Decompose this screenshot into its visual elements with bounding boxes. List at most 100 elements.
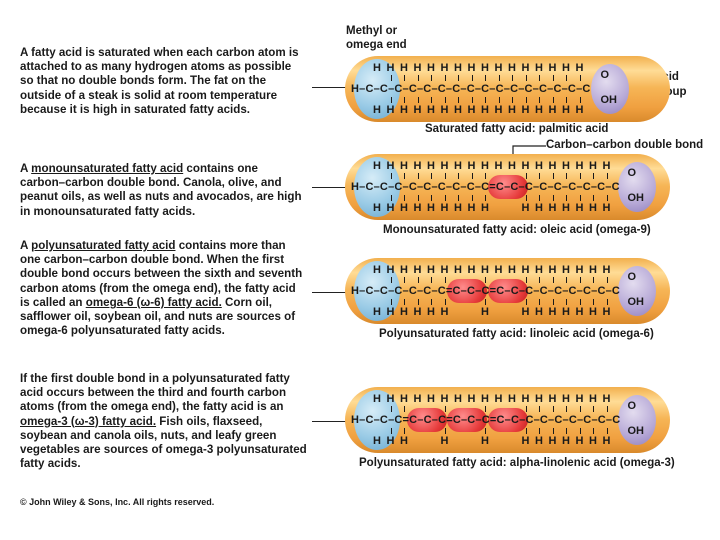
hydrogen-atom: H (373, 393, 381, 405)
hydrogen-atom: H (575, 104, 584, 116)
hydrogen-atom: H (440, 306, 449, 318)
bond-line (552, 428, 554, 434)
hydrogen-atom: H (521, 264, 530, 276)
bond-line (404, 428, 405, 434)
bond-line (539, 277, 540, 283)
omega6-term: omega-6 (ω-6) fatty acid. (85, 295, 222, 309)
hydrogen-atom: H (562, 306, 570, 318)
hydrogen-atom: H (589, 264, 597, 276)
hydrogen-atom: H (481, 202, 489, 214)
methyl-end-label: Methyl or omega end (346, 25, 407, 51)
bond-line (404, 75, 405, 81)
acid-group-cap (617, 266, 656, 316)
hydrogen-atom: H (494, 160, 503, 172)
bond-line (390, 75, 392, 81)
double-bond-highlight (487, 408, 528, 432)
hydrogen-atom: H (521, 306, 530, 318)
hydrogen-atom: H (508, 62, 516, 74)
bond-line (444, 173, 446, 179)
hydrogen-atom: H (521, 393, 530, 405)
hydrogen-atom: H (454, 393, 462, 405)
hydrogen-atom: H (481, 264, 489, 276)
hydrogen-atom: H (602, 202, 611, 214)
bond-line (458, 75, 459, 81)
bond-line (458, 173, 459, 179)
bond-line (404, 406, 405, 412)
bond-line (566, 406, 567, 412)
hydrogen-atom: H (521, 202, 530, 214)
hydrogen-atom: H (427, 393, 435, 405)
bond-line (525, 277, 527, 283)
hydrogen-atom: H (373, 202, 381, 214)
hydrogen-atom: H (562, 62, 570, 74)
bond-line (539, 173, 540, 179)
double-bond-highlight (487, 175, 528, 199)
connector-omega3 (312, 421, 348, 422)
hydrogen-atom: H (386, 306, 395, 318)
bond-line (579, 406, 581, 412)
hydrogen-atom: H (413, 393, 422, 405)
bond-line (471, 195, 473, 201)
bond-line (579, 299, 581, 305)
bond-line (552, 299, 554, 305)
bond-line (566, 97, 567, 103)
hydrogen-atom: H (548, 202, 557, 214)
methyl-end-cap (354, 157, 400, 217)
hydrogen-atom: H (589, 202, 597, 214)
saturated-description: A fatty acid is saturated when each carb… (20, 46, 299, 116)
bond-line (431, 97, 432, 103)
hydrogen-atom: H (373, 104, 381, 116)
hydrogen-atom: H (386, 104, 395, 116)
bond-line (539, 195, 540, 201)
hydrogen-atom: H (535, 202, 543, 214)
hydrogen-atom: H (413, 104, 422, 116)
hydrogen-atom: H (481, 104, 489, 116)
hydrogen-atom: H (413, 160, 422, 172)
bond-line (431, 75, 432, 81)
hydrogen-atom: H (386, 264, 395, 276)
bond-line (404, 299, 405, 305)
hydrogen-atom: H (481, 306, 489, 318)
hydrogen-atom: H (521, 62, 530, 74)
oxygen-atom: O (600, 69, 610, 81)
hydrogen-atom: H (454, 104, 462, 116)
hydrogen-atom: H (575, 160, 584, 172)
caption-alpha-linolenic-acid: Polyunsaturated fatty acid: alpha-linole… (359, 457, 675, 469)
hydrogen-atom: H (481, 393, 489, 405)
hydrogen-atom: H (400, 393, 408, 405)
double-bond-highlight (447, 408, 487, 432)
bond-line (606, 277, 608, 283)
bond-line (606, 195, 608, 201)
hydrogen-atom: H (454, 160, 462, 172)
hydrogen-atom: H (589, 435, 597, 447)
bond-line (417, 195, 419, 201)
hydrogen-atom: H (508, 393, 516, 405)
hydrogen-atom: H (427, 202, 435, 214)
hydrogen-atom: H (521, 435, 530, 447)
hydrogen-atom: H (400, 264, 408, 276)
bond-line (579, 195, 581, 201)
double-bond-highlight (487, 279, 528, 303)
hydrogen-atom: H (589, 306, 597, 318)
hydrogen-atom: H (467, 202, 476, 214)
hydrogen-atom: H (548, 160, 557, 172)
connector-saturated (312, 87, 348, 88)
hydrogen-atom: H (548, 393, 557, 405)
caption-oleic-acid: Monounsaturated fatty acid: oleic acid (… (383, 224, 651, 236)
bond-line (539, 97, 540, 103)
bond-line (552, 406, 554, 412)
bond-line (539, 75, 540, 81)
bond-line (471, 75, 473, 81)
hydrogen-atom: H (440, 393, 449, 405)
hydrogen-atom: H (548, 104, 557, 116)
bond-line (606, 299, 608, 305)
hydrogen-atom: H (413, 306, 422, 318)
bond-line (390, 406, 392, 412)
bond-line (404, 277, 405, 283)
bond-line (539, 406, 540, 412)
hydrogen-atom: H (562, 160, 570, 172)
connector-monounsaturated (312, 187, 348, 188)
bond-line (579, 277, 581, 283)
hydrogen-atom: H (400, 104, 408, 116)
